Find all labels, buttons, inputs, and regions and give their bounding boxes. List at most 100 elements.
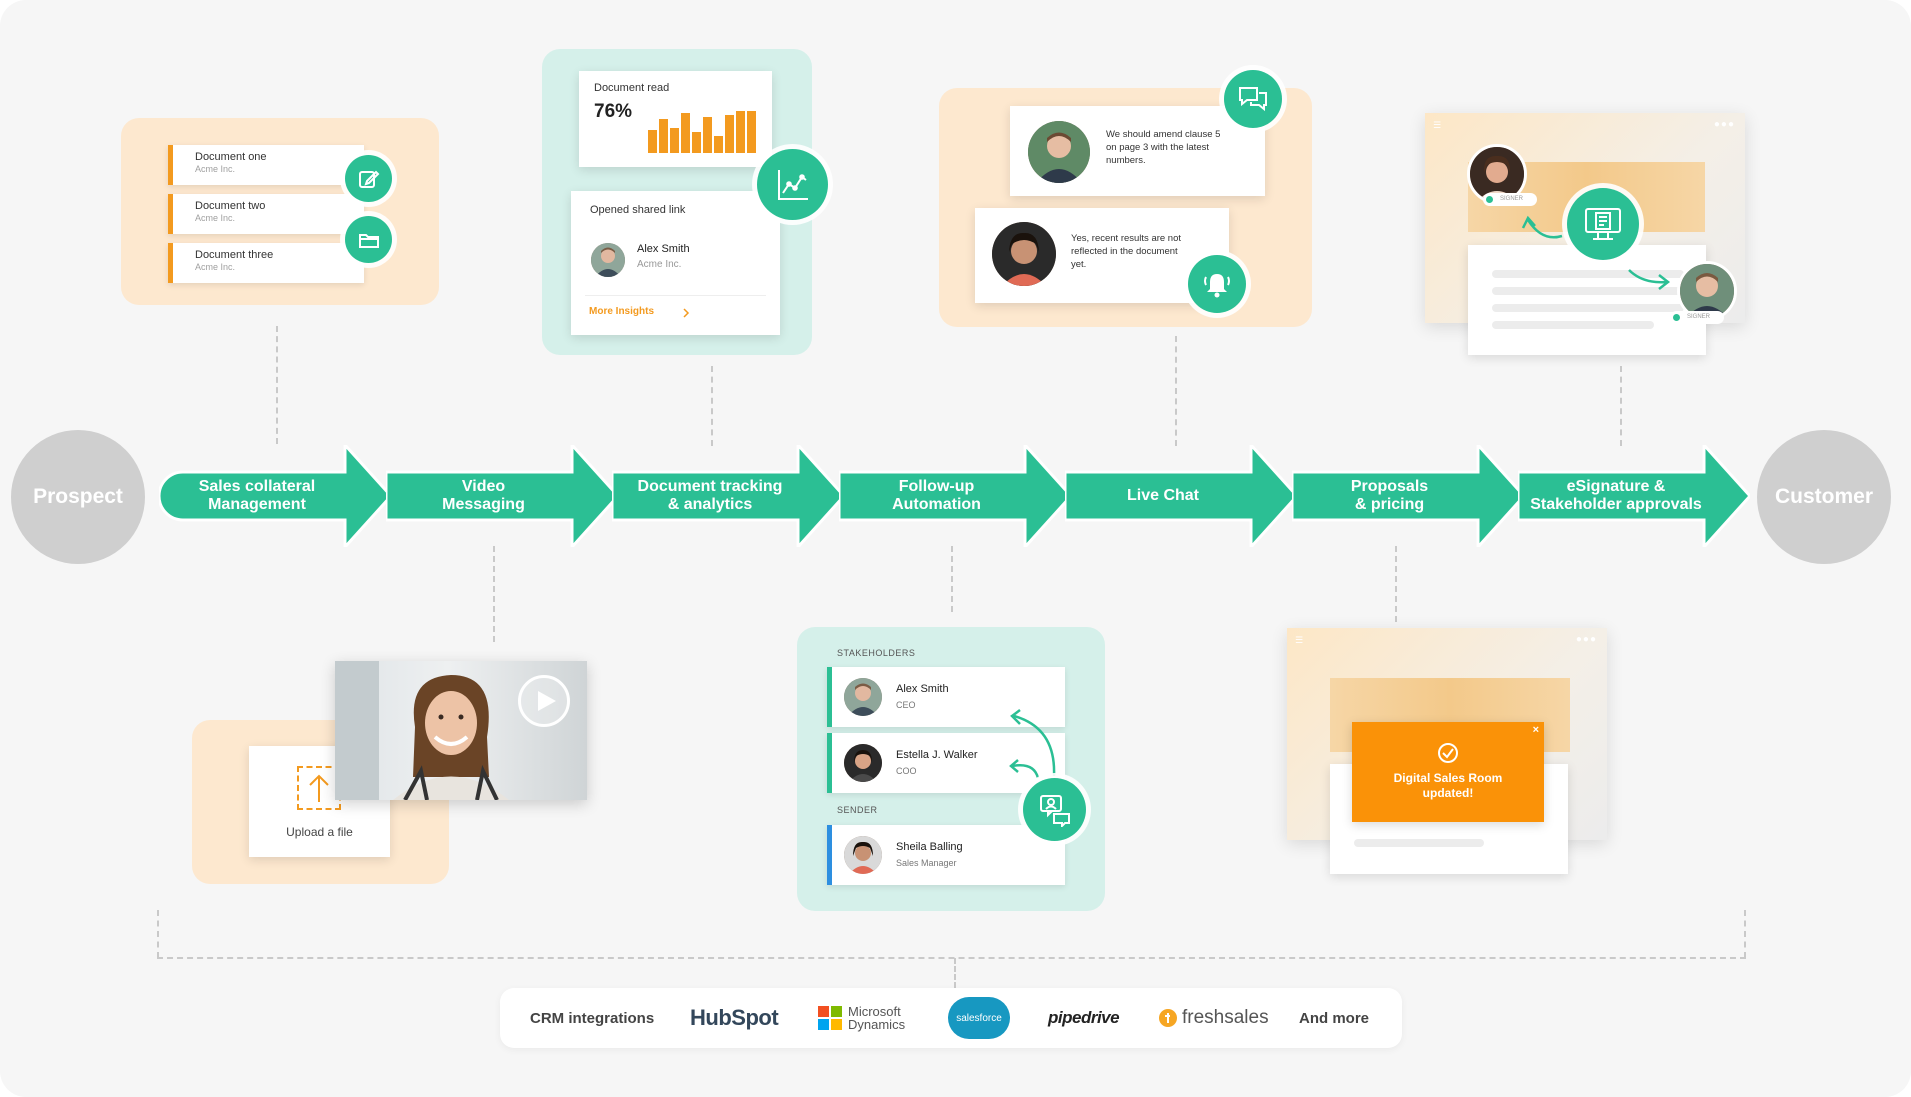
document-company: Acme Inc. <box>195 164 236 174</box>
arrow-shape <box>612 445 844 547</box>
microsoft-dynamics-logo[interactable]: Microsoft Dynamics <box>818 988 905 1048</box>
freshsales-logo[interactable]: freshsales <box>1158 988 1269 1048</box>
doc-read-card: Document read 76% <box>579 71 772 167</box>
sender-row[interactable]: Sheila Balling Sales Manager <box>827 825 1065 885</box>
stakeholder-name: Estella J. Walker <box>896 749 978 761</box>
menu-icon[interactable]: ☰ <box>1295 635 1304 645</box>
doc-read-bar <box>714 136 723 153</box>
connector-collateral <box>276 326 278 444</box>
stage-label: Sales collateral Management <box>198 478 316 513</box>
signer-label: SIGNER <box>1500 196 1524 202</box>
sender-label: SENDER <box>837 805 878 815</box>
person-name: Alex Smith <box>637 243 690 255</box>
toast-notification[interactable]: × Digital Sales Room updated! <box>1352 722 1544 822</box>
text-line <box>1492 270 1684 278</box>
play-icon[interactable] <box>518 675 570 727</box>
bracket-left <box>157 910 159 958</box>
shared-link-label: Opened shared link <box>590 204 686 216</box>
stage-label: Live Chat <box>1126 487 1199 504</box>
analytics-chart-icon[interactable] <box>757 149 828 220</box>
stage-arrow-5: Live Chat <box>1065 445 1297 547</box>
and-more-label[interactable]: And more <box>1299 1009 1370 1027</box>
stage-arrow-2: Video Messaging <box>385 445 618 547</box>
curved-arrow-icon <box>1009 759 1040 779</box>
avatar <box>591 243 625 277</box>
salesforce-logo-text: salesforce <box>948 997 1010 1039</box>
chat-bubbles-icon[interactable] <box>1224 70 1282 128</box>
folder-icon[interactable] <box>345 216 392 263</box>
arrow-shape <box>1065 445 1297 547</box>
chat-message-1: We should amend clause 5 on page 3 with … <box>1010 106 1265 196</box>
stakeholder-role: CEO <box>896 700 916 710</box>
window-frame <box>335 661 379 800</box>
upload-label: Upload a file <box>286 825 353 839</box>
text-line <box>1492 287 1684 295</box>
stakeholder-chat-icon[interactable] <box>1023 778 1086 841</box>
doc-read-label: Document read <box>594 82 670 94</box>
text-line <box>1354 839 1484 847</box>
stakeholder-role: COO <box>896 766 917 776</box>
connector-followup <box>951 546 953 612</box>
salesforce-logo[interactable]: salesforce <box>948 988 1010 1048</box>
close-icon[interactable]: × <box>1532 724 1539 736</box>
contract-signing-icon[interactable] <box>1567 188 1639 260</box>
check-circle-icon <box>1438 743 1458 763</box>
text-line <box>1492 304 1684 312</box>
stakeholder-row-1[interactable]: Alex Smith CEO <box>827 667 1065 727</box>
arrow-shape <box>385 445 618 547</box>
menu-icon[interactable]: ☰ <box>1433 120 1442 130</box>
stage-arrow-3: Document tracking & analytics <box>612 445 844 547</box>
curved-arrow-icon <box>1521 215 1563 239</box>
bracket-bottom <box>157 957 1746 959</box>
sender-role: Sales Manager <box>896 858 957 868</box>
arrow-shape <box>1518 445 1750 547</box>
connector-tracking <box>711 366 713 446</box>
bracket-right <box>1744 910 1746 958</box>
signer-badge: SIGNER <box>1483 193 1537 206</box>
bell-icon[interactable] <box>1188 255 1246 313</box>
avatar <box>844 678 882 716</box>
connector-esign <box>1620 366 1622 446</box>
crm-integrations-bar: CRM integrations HubSpot Microsoft Dynam… <box>500 988 1402 1048</box>
stage-label: eSignature & Stakeholder approvals <box>1530 478 1702 513</box>
stakeholder-row-2[interactable]: Estella J. Walker COO <box>827 733 1065 793</box>
stakeholder-name: Alex Smith <box>896 683 949 695</box>
hubspot-logo[interactable]: HubSpot <box>690 1005 779 1030</box>
edit-icon[interactable] <box>345 155 392 202</box>
document-title: Document three <box>195 249 274 261</box>
connector-crm <box>954 958 956 988</box>
chat-message-text: Yes, recent results are not reflected in… <box>1071 233 1182 270</box>
avatar <box>1677 261 1737 321</box>
doc-read-bar <box>747 111 756 153</box>
document-company: Acme Inc. <box>195 213 236 223</box>
video-player[interactable] <box>335 661 587 800</box>
text-line <box>1492 321 1654 329</box>
crm-label: CRM integrations <box>530 1009 655 1027</box>
doc-read-bar <box>692 132 701 153</box>
document-title: Document one <box>195 151 267 163</box>
status-dot-icon <box>1486 196 1493 203</box>
freshsales-text: freshsales <box>1182 1007 1269 1028</box>
arrow-shape <box>159 445 391 547</box>
pipedrive-logo[interactable]: pipedrive <box>1048 1008 1120 1027</box>
freshsales-logo-icon <box>1159 1009 1177 1027</box>
stage-arrow-7: eSignature & Stakeholder approvals <box>1518 445 1750 547</box>
toast-text: Digital Sales Room updated! <box>1393 771 1503 800</box>
signer-badge: SIGNER <box>1670 311 1724 324</box>
doc-read-bar <box>703 117 712 153</box>
doc-read-bar <box>681 113 690 153</box>
chevron-right-icon[interactable] <box>681 307 691 319</box>
avatar <box>844 744 882 782</box>
avatar <box>844 836 882 874</box>
avatar <box>1028 121 1090 183</box>
window-dots-icon[interactable]: ●●● <box>1713 119 1735 130</box>
doc-read-bar <box>670 128 679 153</box>
microsoft-dynamics-text: Microsoft Dynamics <box>848 1004 906 1032</box>
window-dots-icon[interactable]: ●●● <box>1575 634 1597 645</box>
person-company: Acme Inc. <box>637 259 682 270</box>
stage-arrow-1: Sales collateral Management <box>159 445 391 547</box>
more-insights-link[interactable]: More Insights <box>589 306 655 317</box>
